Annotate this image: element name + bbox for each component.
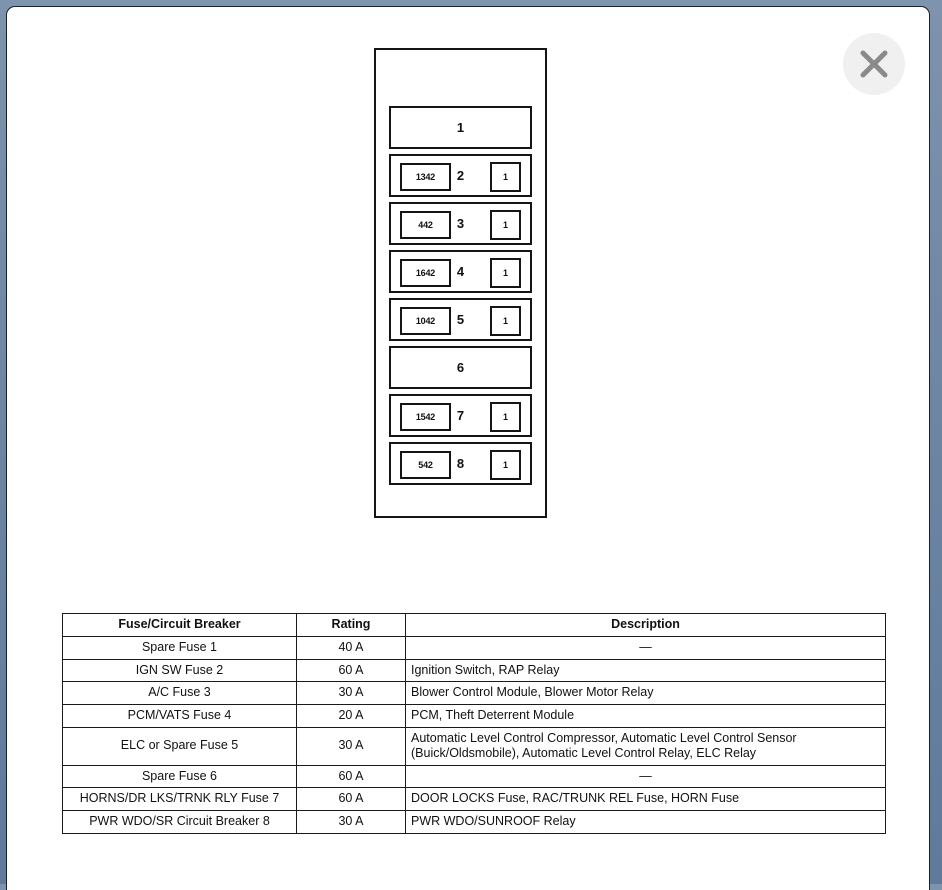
image-viewer-card: 1 1342 1 2 442 1 3 1642 1 4 1042 1 5 6 1542 1 7 542 1 8 Fus…	[6, 6, 930, 890]
cell-fuse-name: PWR WDO/SR Circuit Breaker 8	[62, 810, 297, 834]
cell-fuse-name: ELC or Spare Fuse 5	[62, 726, 297, 766]
column-header-rating: Rating	[296, 613, 406, 637]
cell-fuse-name: PCM/VATS Fuse 4	[62, 703, 297, 728]
cell-rating: 40 A	[296, 636, 406, 660]
fuse-slot-1[interactable]: 1	[389, 106, 532, 149]
fuse-slot-2-number: 2	[456, 168, 465, 183]
fuse-slot-8-right-code: 1	[490, 450, 521, 480]
fuse-slot-2-right-code: 1	[490, 162, 521, 192]
cell-description: Automatic Level Control Compressor, Auto…	[405, 726, 886, 766]
fuse-slot-7-number: 7	[456, 408, 465, 423]
close-button[interactable]	[843, 33, 905, 95]
cell-description: DOOR LOCKS Fuse, RAC/TRUNK REL Fuse, HOR…	[405, 787, 886, 811]
fuse-slot-2[interactable]: 1342 1 2	[389, 154, 532, 197]
cell-fuse-name: A/C Fuse 3	[62, 681, 297, 705]
fuse-slot-3[interactable]: 442 1 3	[389, 202, 532, 245]
cell-description: Ignition Switch, RAP Relay	[405, 658, 886, 683]
fuse-description-table: Fuse/Circuit Breaker Rating Description …	[62, 613, 886, 834]
cell-description: Blower Control Module, Blower Motor Rela…	[405, 681, 886, 705]
cell-fuse-name: HORNS/DR LKS/TRNK RLY Fuse 7	[62, 787, 297, 811]
fuse-slot-8[interactable]: 542 1 8	[389, 442, 532, 485]
fuse-block-diagram: 1 1342 1 2 442 1 3 1642 1 4 1042 1 5 6 1542 1 7 542 1 8	[374, 48, 547, 518]
fuse-slot-list: 1 1342 1 2 442 1 3 1642 1 4 1042 1 5 6 1542 1 7 542 1 8	[389, 106, 532, 485]
cell-description: —	[405, 636, 886, 660]
fuse-slot-5[interactable]: 1042 1 5	[389, 298, 532, 341]
fuse-slot-3-right-code: 1	[490, 210, 521, 240]
fuse-slot-3-left-code: 442	[400, 211, 451, 239]
cell-rating: 60 A	[296, 764, 406, 789]
cell-fuse-name: Spare Fuse 1	[62, 636, 297, 660]
cell-rating: 30 A	[296, 726, 406, 766]
fuse-slot-5-number: 5	[456, 312, 465, 327]
fuse-slot-5-left-code: 1042	[400, 307, 451, 335]
cell-rating: 30 A	[296, 681, 406, 705]
fuse-slot-5-right-code: 1	[490, 306, 521, 336]
table-header-row: Fuse/Circuit Breaker Rating Description	[62, 613, 886, 637]
fuse-slot-7[interactable]: 1542 1 7	[389, 394, 532, 437]
fuse-slot-2-left-code: 1342	[400, 163, 451, 191]
fuse-slot-8-number: 8	[456, 456, 465, 471]
column-header-description: Description	[405, 613, 886, 637]
cell-fuse-name: Spare Fuse 6	[62, 764, 297, 789]
cell-description: PCM, Theft Deterrent Module	[405, 703, 886, 728]
fuse-slot-4-left-code: 1642	[400, 259, 451, 287]
fuse-slot-1-number: 1	[456, 120, 465, 135]
fuse-slot-4-right-code: 1	[490, 258, 521, 288]
cell-rating: 30 A	[296, 810, 406, 834]
fuse-slot-7-left-code: 1542	[400, 403, 451, 431]
column-header-fuse-circuit-breaker: Fuse/Circuit Breaker	[62, 613, 297, 637]
fuse-description-table-wrapper: Fuse/Circuit Breaker Rating Description …	[62, 613, 886, 834]
cell-rating: 60 A	[296, 787, 406, 811]
fuse-slot-6[interactable]: 6	[389, 346, 532, 389]
cell-description: —	[405, 764, 886, 789]
fuse-slot-7-right-code: 1	[490, 402, 521, 432]
fuse-slot-4[interactable]: 1642 1 4	[389, 250, 532, 293]
cell-rating: 60 A	[296, 658, 406, 683]
fuse-slot-4-number: 4	[456, 264, 465, 279]
fuse-slot-6-number: 6	[456, 360, 465, 375]
cell-rating: 20 A	[296, 703, 406, 728]
cell-fuse-name: IGN SW Fuse 2	[62, 658, 297, 683]
fuse-slot-8-left-code: 542	[400, 451, 451, 479]
fuse-slot-3-number: 3	[456, 216, 465, 231]
cell-description: PWR WDO/SUNROOF Relay	[405, 810, 886, 834]
close-icon	[854, 44, 894, 84]
